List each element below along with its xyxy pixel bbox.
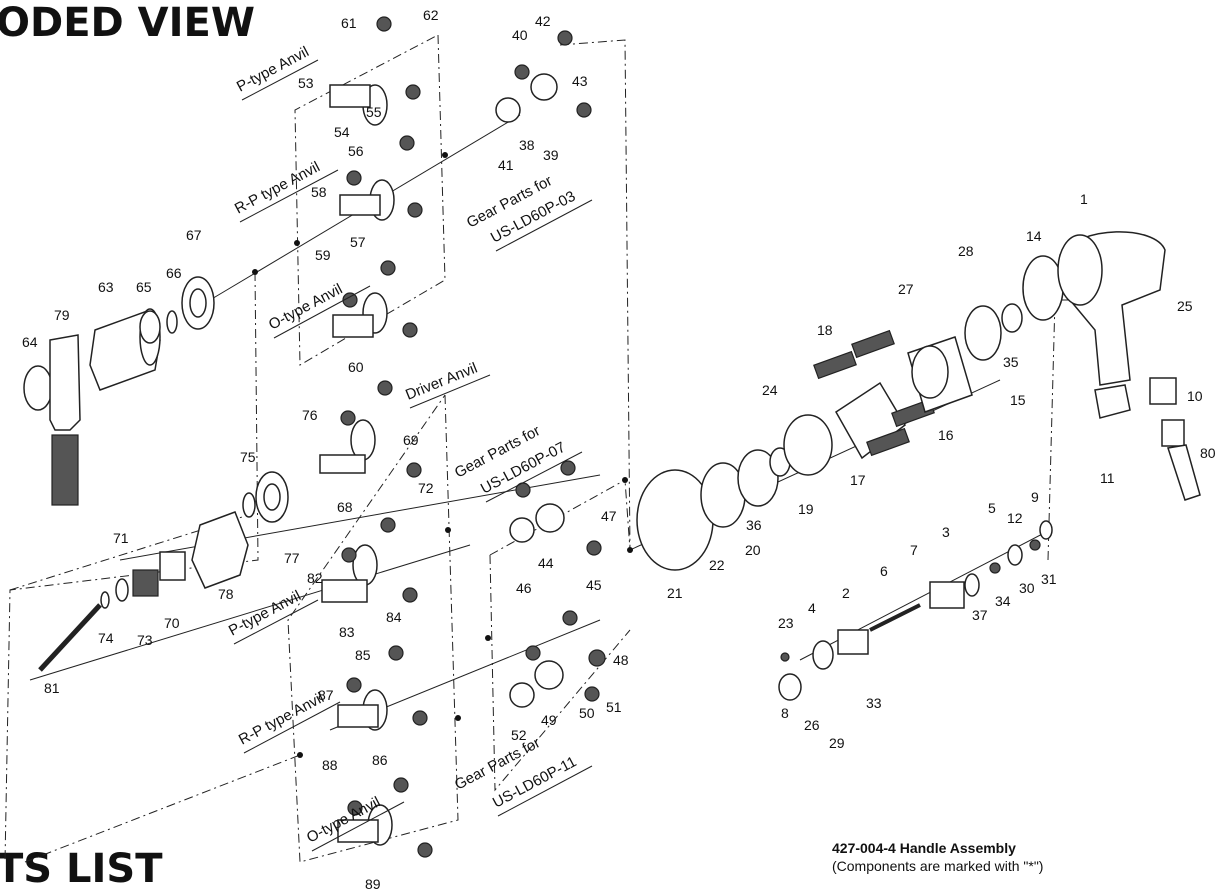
part-number-label: 64 [22,334,38,350]
part-number-label: 70 [164,615,180,631]
part-number-label: 27 [898,281,914,297]
exploded-view-heading: ODED VIEW [0,0,255,46]
part-number-label: 88 [322,757,338,773]
part-number-label: 63 [98,279,114,295]
part-number-label: 16 [938,427,954,443]
part-number-label: 48 [613,652,629,668]
part-number-label: 33 [866,695,882,711]
part-number-label: 59 [315,247,331,263]
part-number-label: 4 [808,600,816,616]
part-number-label: 67 [186,227,202,243]
part-number-label: 43 [572,73,588,89]
part-number-label: 2 [842,585,850,601]
part-number-label: 72 [418,480,434,496]
part-number-label: 14 [1026,228,1042,244]
part-number-label: 34 [995,593,1011,609]
part-number-label: 76 [302,407,318,423]
part-number-label: 65 [136,279,152,295]
part-number-label: 44 [538,555,554,571]
label-rp-type-anvil-top: R-P type Anvil [232,158,323,217]
part-number-label: 46 [516,580,532,596]
part-number-label: 81 [44,680,60,696]
part-number-label: 11 [1100,470,1115,486]
part-number-label: 10 [1187,388,1203,404]
part-number-label: 1 [1080,191,1088,207]
part-number-label: 40 [512,27,528,43]
part-number-label: 89 [365,876,381,890]
parts-list-heading: TS LIST [0,846,163,890]
part-number-label: 17 [850,472,866,488]
part-number-label: 53 [298,75,314,91]
part-number-label: 12 [1007,510,1023,526]
part-number-label: 83 [339,624,355,640]
part-number-label: 31 [1041,571,1057,587]
part-number-label: 42 [535,13,551,29]
part-number-label: 15 [1010,392,1026,408]
part-number-label: 28 [958,243,974,259]
part-number-label: 23 [778,615,794,631]
part-number-label: 69 [403,432,419,448]
label-rp-type-anvil-bottom: R-P type Anvil [236,689,327,748]
part-number-label: 6 [880,563,888,579]
part-number-label: 41 [498,157,514,173]
part-number-label: 77 [284,550,300,566]
handle-assembly-note: 427-004-4 Handle Assembly (Components ar… [832,840,1043,874]
part-number-label: 50 [579,705,595,721]
part-number-label: 38 [519,137,535,153]
note-title: 427-004-4 Handle Assembly [832,840,1016,856]
part-number-label: 51 [606,699,622,715]
part-number-label: 45 [586,577,602,593]
part-number-label: 35 [1003,354,1019,370]
part-number-label: 9 [1031,489,1039,505]
part-number-label: 79 [54,307,70,323]
part-number-label: 82 [307,570,323,586]
part-number-label: 56 [348,143,364,159]
part-number-label: 80 [1200,445,1216,461]
part-number-label: 74 [98,630,114,646]
part-number-label: 61 [341,15,357,31]
part-number-label: 57 [350,234,366,250]
part-number-label: 18 [817,322,833,338]
part-number-label: 60 [348,359,364,375]
part-number-label: 5 [988,500,996,516]
part-number-label: 22 [709,557,725,573]
part-number-label: 55 [366,104,382,120]
part-number-label: 30 [1019,580,1035,596]
label-driver-anvil: Driver Anvil [403,360,480,404]
part-number-label: 85 [355,647,371,663]
part-number-label: 86 [372,752,388,768]
part-number-label: 3 [942,524,950,540]
part-number-label: 26 [804,717,820,733]
part-number-label: 52 [511,727,527,743]
part-number-label: 47 [601,508,617,524]
part-number-label: 68 [337,499,353,515]
part-number-label: 71 [113,530,129,546]
part-shapes [23,16,1201,858]
part-number-label: 84 [386,609,402,625]
part-number-label: 87 [318,687,334,703]
part-number-label: 49 [541,712,557,728]
part-number-label: 29 [829,735,845,751]
part-number-label: 39 [543,147,559,163]
part-number-label: 8 [781,705,789,721]
part-number-label: 21 [667,585,683,601]
part-number-labels: 1 2 3 4 5 6 7 8 9 10 11 12 14 15 16 17 1… [22,7,1216,890]
part-number-label: 25 [1177,298,1193,314]
part-number-label: 24 [762,382,778,398]
part-number-label: 20 [745,542,761,558]
part-number-label: 58 [311,184,327,200]
part-number-label: 7 [910,542,918,558]
part-number-label: 54 [334,124,350,140]
part-number-label: 36 [746,517,762,533]
part-number-label: 66 [166,265,182,281]
part-number-label: 78 [218,586,234,602]
part-number-label: 73 [137,632,153,648]
junction-dots [252,152,633,758]
part-number-label: 75 [240,449,256,465]
part-number-label: 37 [972,607,988,623]
note-text: (Components are marked with "*") [832,858,1043,874]
part-number-label: 19 [798,501,814,517]
part-number-label: 62 [423,7,439,23]
